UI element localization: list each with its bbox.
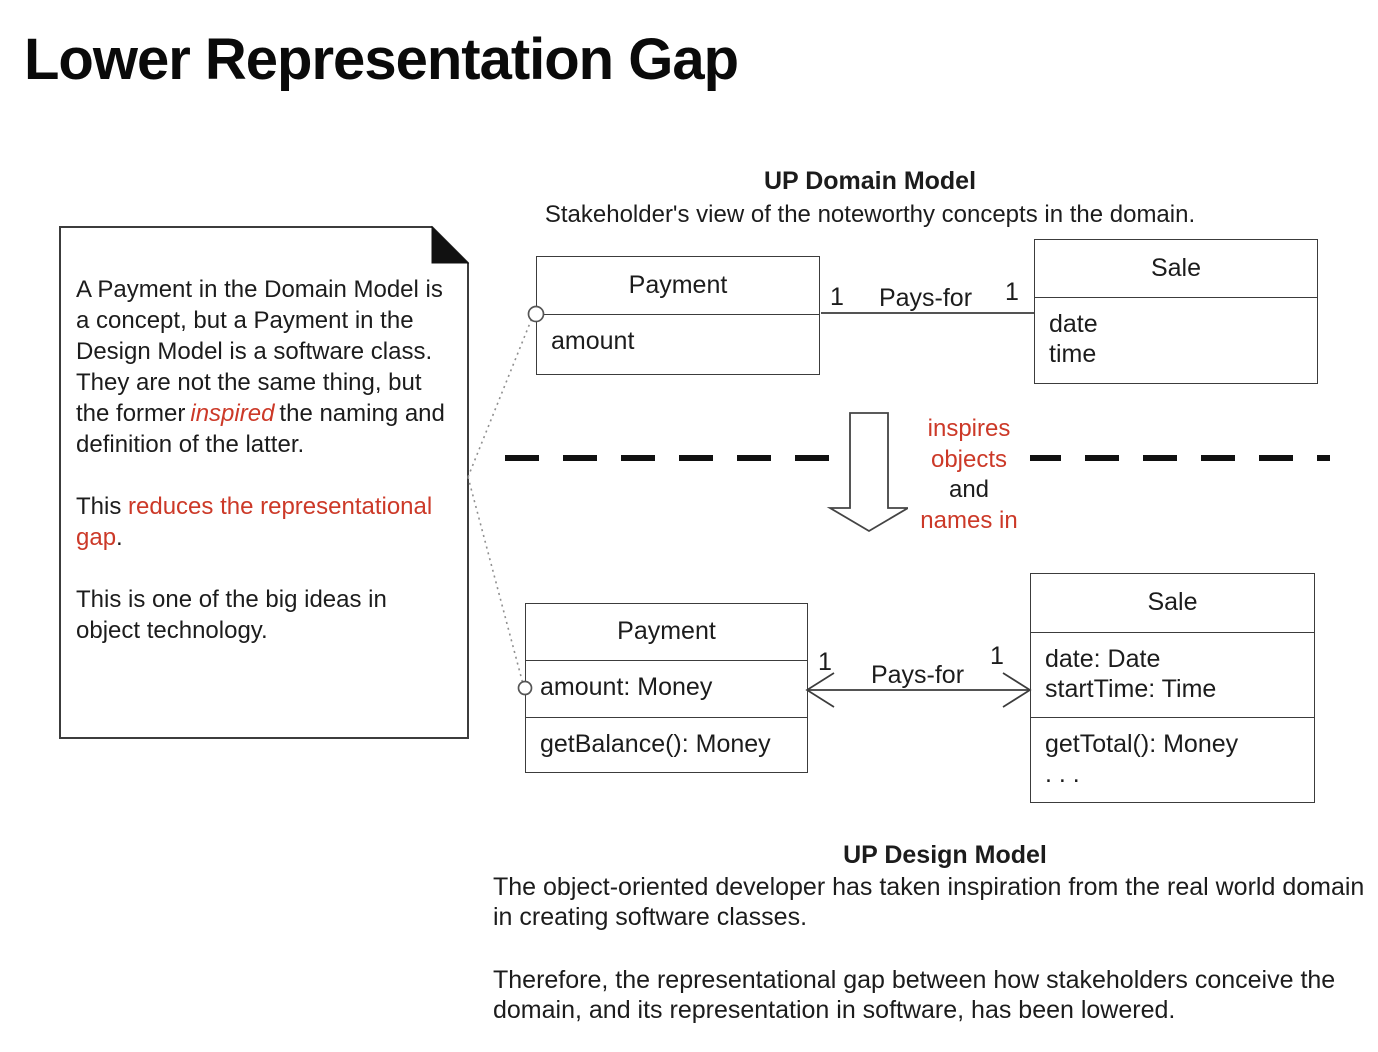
- operation: getTotal(): Money: [1045, 729, 1239, 758]
- transition-line-3: and: [948, 476, 990, 503]
- note-paragraph-1: A Payment in the Domain Model is a conce…: [76, 274, 454, 460]
- transition-line-4: names in: [920, 506, 1018, 534]
- open-arrowhead-right: [1002, 672, 1032, 708]
- multiplicity-left-domain: 1: [830, 283, 844, 311]
- note-p2-highlight: reduces the representational gap: [76, 493, 433, 551]
- class-name-sale: Sale: [1150, 254, 1202, 282]
- class-attributes: amount: Money: [526, 659, 807, 717]
- multiplicity-right-domain: 1: [1005, 278, 1019, 306]
- operation: getBalance(): Money: [540, 729, 771, 758]
- class-box-payment-design: Payment amount: Money getBalance(): Mone…: [525, 603, 808, 773]
- open-arrowhead-left: [805, 672, 835, 708]
- attribute: time: [1049, 340, 1097, 368]
- domain-model-subheading: Stakeholder's view of the noteworthy con…: [544, 201, 1196, 228]
- design-model-heading: UP Design Model: [843, 841, 1047, 869]
- note-connector-line-top: [467, 317, 533, 478]
- class-box-sale-domain: Sale date time: [1034, 239, 1318, 384]
- class-name-payment: Payment: [628, 270, 728, 299]
- attribute: date: Date: [1045, 644, 1161, 673]
- class-operations: getTotal(): Money . . .: [1031, 716, 1314, 802]
- multiplicity-right-design: 1: [990, 642, 1004, 670]
- multiplicity-left-design: 1: [818, 648, 832, 676]
- note-paragraph-3: This is one of the big ideas in object t…: [76, 586, 387, 644]
- class-attributes: date time: [1035, 297, 1317, 384]
- domain-model-heading: UP Domain Model: [763, 167, 977, 195]
- class-attributes: date: Date startTime: Time: [1031, 631, 1314, 717]
- domain-model-header: UP Domain Model Stakeholder's view of th…: [520, 167, 1220, 229]
- class-box-payment-domain: Payment amount: [536, 256, 820, 375]
- transition-caption: inspires objects and names in: [908, 414, 1030, 536]
- association-label-design: Pays-for: [870, 661, 965, 689]
- page-title: Lower Representation Gap: [24, 27, 739, 92]
- operation: . . .: [1045, 759, 1080, 788]
- note-p2-text: This: [76, 493, 129, 520]
- inspires-block-arrow: [826, 412, 912, 533]
- attribute: amount: [551, 326, 635, 355]
- class-name-sale: Sale: [1147, 588, 1198, 617]
- attribute: amount: Money: [540, 672, 713, 701]
- design-model-header: UP Design Model: [500, 841, 1378, 870]
- class-operations: getBalance(): Money: [526, 716, 807, 772]
- transition-line-2: objects: [930, 445, 1008, 473]
- note-comment: A Payment in the Domain Model is a conce…: [76, 274, 454, 646]
- association-label-domain: Pays-for: [878, 284, 973, 312]
- design-model-paragraph-2: Therefore, the representational gap betw…: [493, 966, 1336, 1024]
- note-p2-period: .: [116, 524, 123, 551]
- attribute: date: [1049, 310, 1098, 338]
- design-model-paragraph-1: The object-oriented developer has taken …: [493, 873, 1365, 931]
- note-fold-corner: [431, 225, 470, 264]
- class-attributes: amount: [537, 313, 819, 375]
- class-box-sale-design: Sale date: Date startTime: Time getTotal…: [1030, 573, 1315, 803]
- attribute: startTime: Time: [1045, 674, 1217, 703]
- note-p1-highlight: inspired: [190, 400, 275, 427]
- note-connector-line-bottom: [467, 476, 524, 685]
- transition-line-1: inspires: [927, 415, 1011, 442]
- class-name-payment: Payment: [617, 617, 716, 646]
- note-paragraph-2: This reduces the representational gap.: [76, 491, 454, 553]
